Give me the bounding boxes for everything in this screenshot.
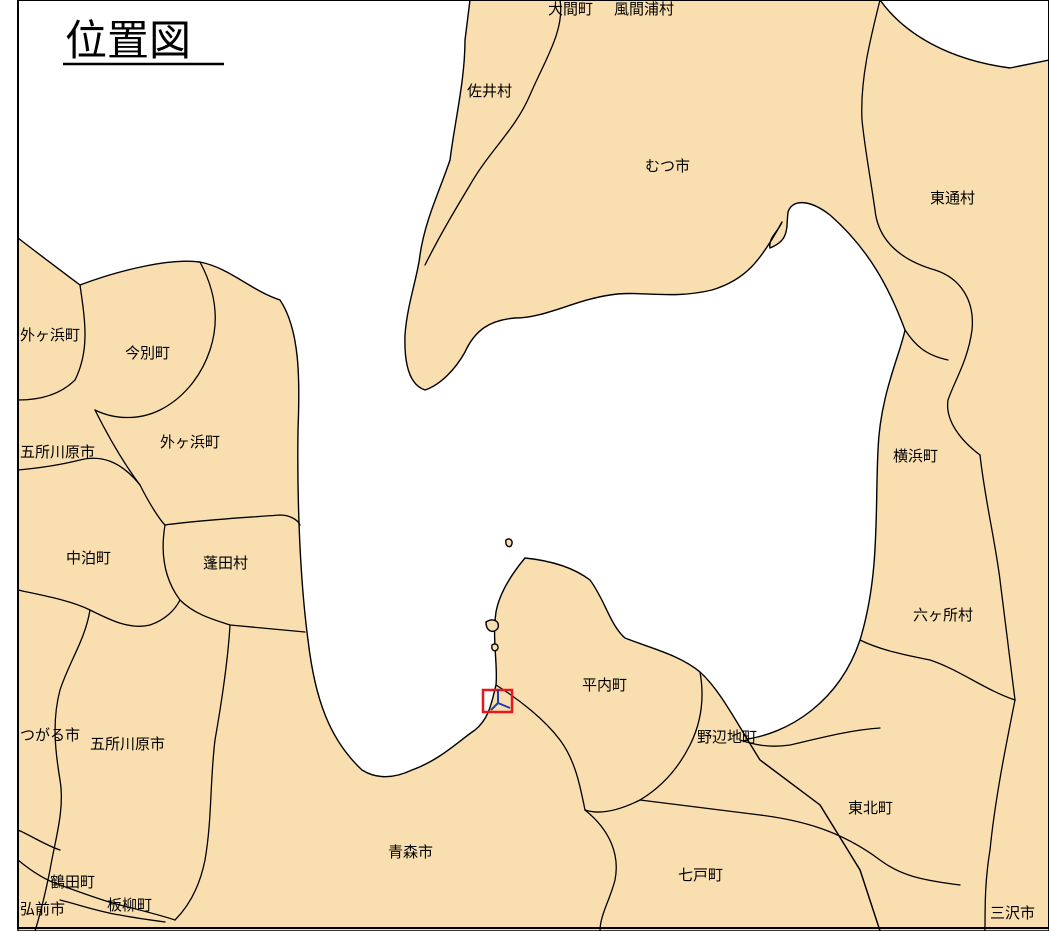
boundary-line — [639, 799, 961, 886]
boundary-line — [979, 454, 1016, 701]
boundary-line — [584, 809, 617, 931]
boundary-line — [739, 727, 881, 747]
boundary-line — [495, 684, 586, 811]
shimokita-landmass — [404, 0, 1049, 931]
label-sai: 佐井村 — [467, 82, 512, 100]
boundary-line — [984, 699, 1016, 931]
islet — [505, 538, 513, 548]
label-misawa: 三沢市 — [990, 904, 1035, 922]
boundary-line — [17, 829, 61, 851]
label-tsugaru: つがる市 — [20, 726, 80, 744]
map-border — [17, 0, 1049, 929]
label-aomori: 青森市 — [388, 843, 433, 861]
label-tohoku: 東北町 — [848, 799, 893, 817]
label-goshogawara: 五所川原市 — [90, 735, 165, 753]
label-sotogahama: 外ヶ浜町 — [160, 433, 220, 451]
label-sotogahama-west: 外ヶ浜町 — [20, 326, 80, 344]
tsugaru-landmass — [17, 237, 881, 931]
boundary-line — [17, 859, 176, 921]
label-tsuruta: 鶴田町 — [50, 873, 95, 891]
boundary-line — [424, 0, 562, 266]
map-title: 位置図 — [65, 16, 191, 65]
boundary-line — [34, 609, 91, 931]
label-imabetsu: 今別町 — [125, 344, 170, 362]
label-yomogita: 蓬田村 — [203, 554, 248, 572]
label-rokkasho: 六ヶ所村 — [913, 606, 973, 624]
boundary-line — [861, 0, 981, 456]
boundary-line — [164, 514, 301, 526]
label-noheji: 野辺地町 — [697, 728, 757, 746]
boundary-line — [94, 261, 216, 419]
label-hiranai: 平内町 — [582, 676, 627, 694]
label-higashidori: 東通村 — [930, 189, 975, 207]
boundary-line — [59, 899, 166, 923]
label-oma: 大間町 — [548, 0, 593, 18]
label-itayanagi: 板柳町 — [107, 896, 152, 914]
boundary-line — [17, 284, 86, 401]
label-goshogawara-north: 五所川原市 — [20, 443, 95, 461]
boundary-line — [584, 671, 703, 813]
boundary-line — [859, 639, 1016, 701]
route-line — [490, 690, 511, 711]
label-mutsu: むつ市 — [645, 157, 690, 175]
boundary-line — [17, 589, 181, 627]
boundary-line — [904, 329, 949, 361]
islet — [485, 619, 500, 633]
label-nakadomari: 中泊町 — [66, 549, 111, 567]
islet — [491, 643, 499, 652]
boundary-line — [174, 624, 231, 921]
boundary-line — [17, 457, 141, 486]
label-yokohama: 横浜町 — [893, 447, 938, 465]
label-kazamaura: 風間浦村 — [614, 0, 674, 18]
boundary-line — [162, 524, 306, 633]
label-shichinohe: 七戸町 — [678, 866, 723, 884]
label-hirosaki: 弘前市 — [20, 900, 65, 918]
